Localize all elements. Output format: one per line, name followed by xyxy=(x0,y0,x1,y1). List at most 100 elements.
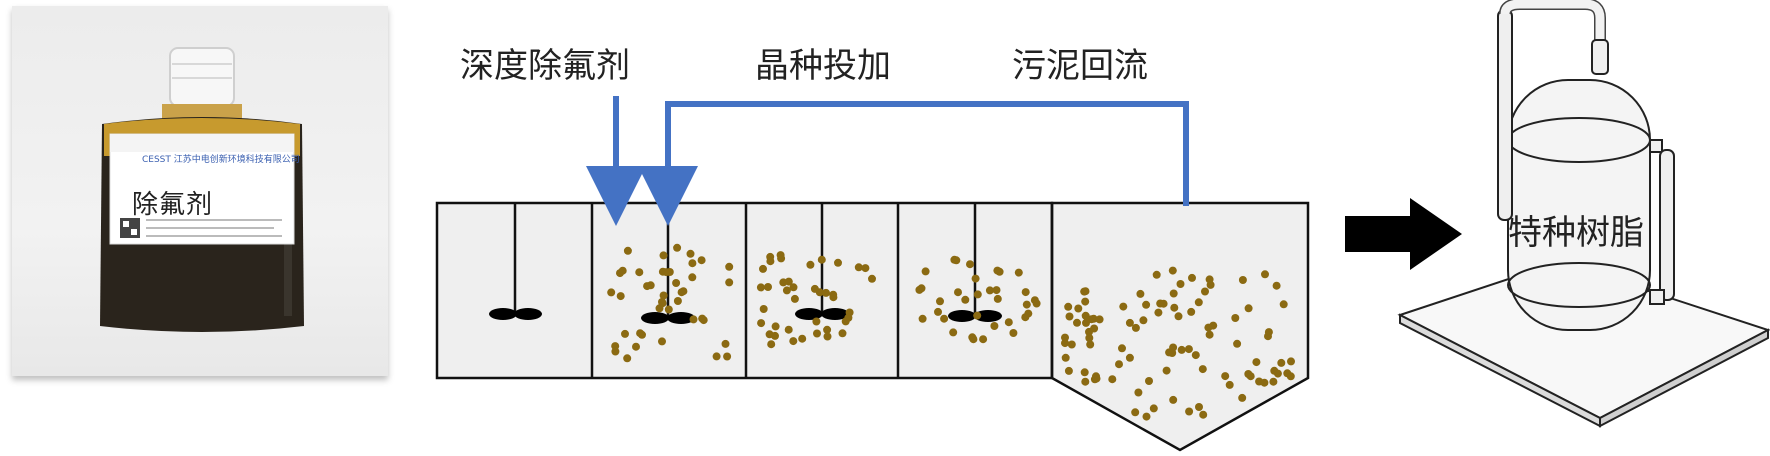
floc-particle xyxy=(759,305,768,313)
floc-particle xyxy=(1244,304,1253,313)
floc-particle xyxy=(979,335,988,344)
floc-particle xyxy=(623,354,632,363)
floc-particle xyxy=(1272,281,1281,290)
floc-particle xyxy=(949,328,958,337)
floc-particle xyxy=(1165,348,1174,357)
floc-particle xyxy=(618,266,627,275)
floc-particle xyxy=(712,352,721,361)
floc-particle xyxy=(921,267,930,276)
floc-particle xyxy=(1030,296,1039,305)
floc-particle xyxy=(1131,323,1140,332)
floc-particle xyxy=(658,337,666,346)
product-photo: CESST 江苏中电创新环境科技有限公司 除氟剂 xyxy=(12,6,388,376)
floc-particle xyxy=(1081,297,1090,306)
floc-particle xyxy=(1092,372,1100,381)
floc-particle xyxy=(1194,298,1203,307)
floc-particle xyxy=(1073,318,1081,327)
floc-particle xyxy=(1142,412,1151,421)
floc-particle xyxy=(1231,314,1240,322)
floc-particle xyxy=(1238,276,1247,284)
label-deep-defluorination-agent: 深度除氟剂 xyxy=(460,46,630,86)
floc-particle xyxy=(1095,315,1104,324)
sludge-return-arrow xyxy=(638,101,1189,226)
floc-particle xyxy=(1154,308,1163,317)
floc-particle xyxy=(688,259,697,268)
floc-particle xyxy=(1065,312,1074,321)
floc-particle xyxy=(1201,287,1209,296)
bottle-sticker xyxy=(109,133,295,245)
floc-particle xyxy=(829,293,838,302)
floc-particle xyxy=(1264,328,1273,337)
floc-particle xyxy=(623,246,632,255)
floc-particle xyxy=(1198,365,1207,374)
floc-particle xyxy=(1269,377,1278,386)
floc-particle xyxy=(1261,270,1269,279)
floc-particle xyxy=(1125,318,1134,327)
floc-particle xyxy=(621,329,629,338)
floc-particle xyxy=(1085,334,1094,342)
floc-particle xyxy=(635,268,644,277)
floc-particle xyxy=(766,257,775,266)
floc-particle xyxy=(1074,304,1083,313)
mixer-1 xyxy=(489,203,542,320)
floc-particle xyxy=(767,340,776,349)
floc-particle xyxy=(756,283,765,292)
floc-particle xyxy=(995,267,1004,276)
floc-particle xyxy=(723,352,732,361)
floc-particle xyxy=(664,305,673,314)
floc-particle xyxy=(1119,302,1128,311)
floc-particle xyxy=(1085,327,1093,336)
floc-particle xyxy=(779,278,788,287)
floc-particle xyxy=(764,283,772,291)
floc-particle xyxy=(659,291,668,300)
floc-particle xyxy=(966,260,974,269)
floc-particle xyxy=(969,335,978,344)
floc-particle xyxy=(1260,378,1269,387)
floc-particle xyxy=(823,332,832,341)
floc-particle xyxy=(721,339,730,348)
settling-tank xyxy=(1050,201,1310,452)
floc-particle xyxy=(1134,388,1143,397)
floc-particle xyxy=(725,262,734,271)
floc-particle xyxy=(1004,318,1013,327)
floc-particle xyxy=(1286,372,1295,381)
floc-particle xyxy=(782,286,791,295)
floc-particle xyxy=(632,342,640,351)
floc-particle xyxy=(1176,280,1185,288)
floc-particle xyxy=(1014,268,1023,277)
floc-particle xyxy=(845,308,854,317)
floc-particles xyxy=(607,243,1295,421)
floc-particle xyxy=(918,314,927,323)
floc-particle xyxy=(952,256,961,265)
floc-particle xyxy=(813,329,821,338)
floc-particle xyxy=(854,263,863,272)
floc-particle xyxy=(868,274,876,283)
floc-particle xyxy=(806,260,815,269)
floc-particle xyxy=(1170,303,1179,312)
floc-particle xyxy=(771,322,780,331)
floc-particle xyxy=(817,255,826,264)
floc-particle xyxy=(611,347,620,356)
bottle-illustration xyxy=(100,47,304,332)
floc-particle xyxy=(1221,372,1230,381)
bottle-company-text: CESST 江苏中电创新环境科技有限公司 xyxy=(142,155,300,165)
label-sludge-return: 污泥回流 xyxy=(1012,46,1148,86)
floc-particle xyxy=(686,249,695,258)
floc-particle xyxy=(1145,377,1153,385)
floc-particle xyxy=(1022,300,1031,309)
floc-particle xyxy=(643,282,652,291)
floc-particle xyxy=(1205,330,1214,339)
floc-particle xyxy=(1205,275,1214,284)
floc-particle xyxy=(673,243,682,252)
floc-particle xyxy=(936,297,944,306)
floc-particle xyxy=(679,287,688,296)
floc-particle xyxy=(1115,360,1123,369)
floc-particle xyxy=(1188,273,1196,282)
floc-particle xyxy=(992,286,1001,295)
floc-particle xyxy=(838,329,847,338)
floc-particle xyxy=(1081,377,1090,386)
floc-particle xyxy=(757,319,766,328)
floc-particle xyxy=(1142,300,1151,309)
tank-chambers xyxy=(435,201,1054,380)
floc-particle xyxy=(1238,393,1247,402)
